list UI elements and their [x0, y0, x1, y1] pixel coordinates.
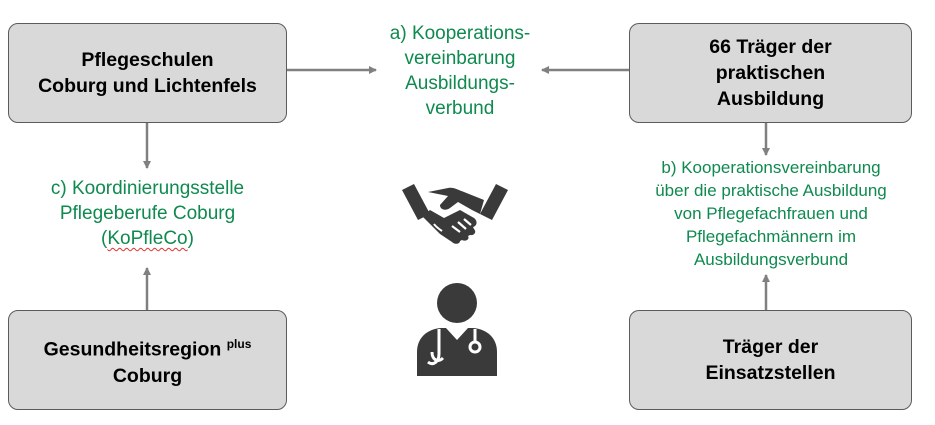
- label-c-line2: Pflegeberufe Coburg: [59, 203, 236, 224]
- label-a-line4: verbund: [425, 98, 495, 119]
- label-b-line5: Ausbildungsverbund: [693, 250, 849, 269]
- handshake-icon: [402, 184, 508, 244]
- pflegeschulen-line2: Coburg und Lichtenfels: [38, 75, 257, 97]
- gesundheitsregion-line2: Coburg: [112, 364, 183, 387]
- traeger-einsatz-line2: Einsatzstellen: [705, 362, 836, 384]
- label-b-line1: b) Kooperationsvereinbarung: [661, 158, 881, 177]
- label-b-line4: Pflegefachmännern im: [685, 227, 857, 246]
- box-traeger-einsatzstellen: Träger der Einsatzstellen: [629, 310, 912, 410]
- label-c-open: (: [101, 228, 108, 249]
- label-a-kooperationsvereinbarung: a) Kooperations- vereinbarung Ausbildung…: [355, 21, 565, 121]
- label-c-koordinierungsstelle: c) Koordinierungsstelle Pflegeberufe Cob…: [10, 176, 285, 251]
- box-traeger-praktische-ausbildung: 66 Träger der praktischen Ausbildung: [629, 23, 912, 123]
- label-c-close: ): [187, 228, 194, 249]
- traeger-praktisch-line1: 66 Träger der: [709, 36, 832, 58]
- traeger-praktisch-line3: Ausbildung: [716, 88, 825, 110]
- label-b-line2: über die praktische Ausbildung: [655, 181, 887, 200]
- doctor-icon: [417, 283, 497, 376]
- box-pflegeschulen: Pflegeschulen Coburg und Lichtenfels: [8, 23, 287, 123]
- box-gesundheitsregion: Gesundheitsregion plus Coburg: [8, 310, 287, 410]
- label-c-line3: (KoPfleCo): [10, 226, 285, 251]
- label-b-kooperationsvereinbarung-praktisch: b) Kooperationsvereinbarung über die pra…: [621, 156, 921, 271]
- gesundheitsregion-sup: plus: [226, 337, 252, 352]
- pflegeschulen-line1: Pflegeschulen: [81, 49, 214, 71]
- label-a-line3: Ausbildungs-: [405, 73, 515, 94]
- label-c-kopfleco: KoPfleCo: [107, 228, 188, 249]
- gesundheitsregion-line1: Gesundheitsregion plus: [44, 331, 252, 363]
- label-a-line1: a) Kooperations-: [389, 23, 531, 44]
- gesundheitsregion-title: Gesundheitsregion: [43, 338, 222, 361]
- label-b-line3: von Pflegefachfrauen und: [674, 204, 868, 223]
- traeger-einsatz-line1: Träger der: [722, 336, 819, 358]
- label-c-line1: c) Koordinierungsstelle: [50, 178, 245, 199]
- label-a-line2: vereinbarung: [404, 48, 516, 69]
- traeger-praktisch-line2: praktischen: [715, 62, 826, 84]
